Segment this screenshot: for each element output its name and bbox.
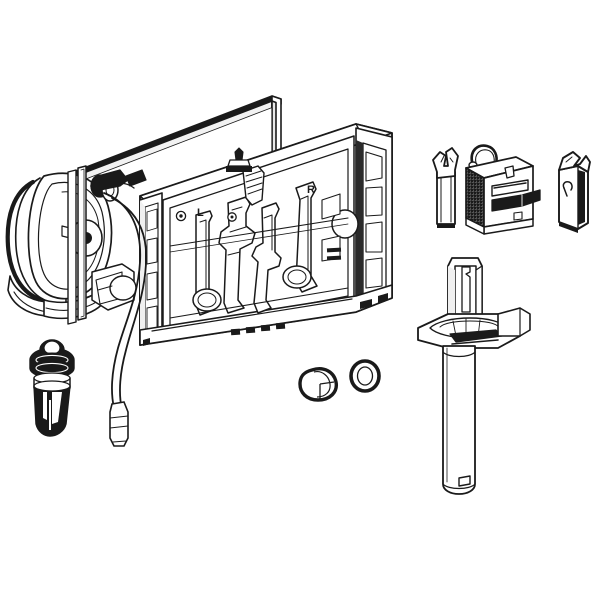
marker-label-right: R: [307, 184, 315, 196]
part-bellows-pump: [5, 165, 147, 325]
part-clip-narrow: [432, 147, 459, 228]
marker-label-left: L: [197, 207, 204, 219]
part-seal-a: [298, 367, 338, 402]
part-valve-nozzle: [29, 339, 75, 437]
part-filter-cartridge: [465, 144, 541, 235]
part-clip-bracket: [558, 151, 591, 233]
part-actuator-frame: [139, 123, 393, 346]
part-seal-b: [349, 359, 381, 393]
part-funnel-insert: [417, 257, 531, 495]
part-flex-hose: [103, 192, 148, 447]
